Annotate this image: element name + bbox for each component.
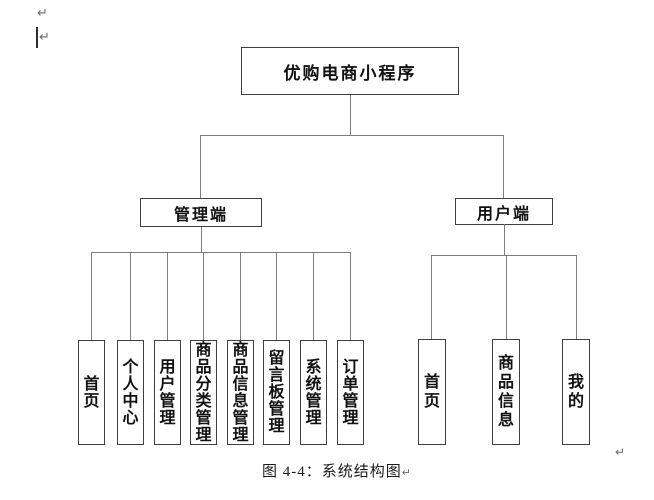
admin-leaf-system-mgmt[interactable]: 系统管理	[300, 340, 327, 445]
paragraph-mark: ↵	[615, 445, 626, 459]
paragraph-mark: ↵	[39, 29, 50, 44]
leaf-label: 留言板管理	[268, 350, 285, 435]
leaf-label: 商品信息管理	[232, 341, 249, 444]
user-leaf-home[interactable]: 首页	[418, 339, 446, 445]
connector-line	[200, 135, 201, 198]
diagram-node-root[interactable]: 优购电商小程序	[241, 47, 459, 95]
leaf-label: 系统管理	[305, 358, 322, 427]
connector-line	[91, 252, 351, 253]
leaf-label: 个人中心	[122, 358, 139, 427]
connector-line	[350, 252, 351, 340]
connector-line	[504, 224, 505, 255]
connector-line	[503, 135, 504, 199]
admin-leaf-home[interactable]: 首页	[78, 340, 105, 445]
leaf-label: 商品信息	[498, 355, 515, 429]
leaf-label: 首页	[83, 375, 100, 410]
leaf-label: 我的	[568, 374, 585, 410]
connector-line	[167, 252, 168, 340]
connector-line	[576, 255, 577, 339]
figure-caption: 图 4-4：系统结构图↵	[262, 460, 411, 481]
diagram-node-user[interactable]: 用户端	[455, 198, 553, 225]
user-label: 用户端	[476, 205, 531, 223]
connector-line	[506, 255, 507, 339]
connector-line	[203, 252, 204, 340]
leaf-label: 用户管理	[159, 358, 176, 427]
diagram-node-admin[interactable]: 管理端	[140, 198, 262, 227]
admin-leaf-message-board-mgmt[interactable]: 留言板管理	[263, 340, 290, 445]
root-label: 优购电商小程序	[283, 63, 417, 83]
connector-line	[276, 252, 277, 340]
connector-line	[431, 255, 432, 339]
leaf-label: 订单管理	[342, 358, 359, 427]
admin-leaf-order-mgmt[interactable]: 订单管理	[337, 340, 364, 445]
paragraph-mark: ↵	[37, 5, 48, 20]
connector-line	[240, 252, 241, 340]
connector-line	[200, 135, 504, 136]
admin-leaf-user-mgmt[interactable]: 用户管理	[154, 340, 181, 445]
admin-label: 管理端	[173, 206, 228, 224]
text-cursor	[36, 27, 38, 48]
user-leaf-mine[interactable]: 我的	[562, 339, 590, 445]
connector-line	[431, 255, 577, 256]
user-leaf-product-info[interactable]: 商品信息	[492, 339, 520, 445]
connector-line	[350, 95, 351, 136]
connector-line	[201, 227, 202, 252]
caption-text: 图 4-4：系统结构图	[262, 464, 402, 480]
connector-line	[130, 252, 131, 340]
paragraph-mark: ↵	[401, 467, 411, 479]
leaf-label: 商品分类管理	[195, 341, 212, 444]
connector-line	[313, 252, 314, 340]
connector-line	[91, 252, 92, 340]
admin-leaf-product-info-mgmt[interactable]: 商品信息管理	[227, 340, 254, 445]
admin-leaf-product-category-mgmt[interactable]: 商品分类管理	[190, 340, 217, 445]
admin-leaf-profile-center[interactable]: 个人中心	[117, 340, 144, 445]
leaf-label: 首页	[424, 374, 441, 410]
